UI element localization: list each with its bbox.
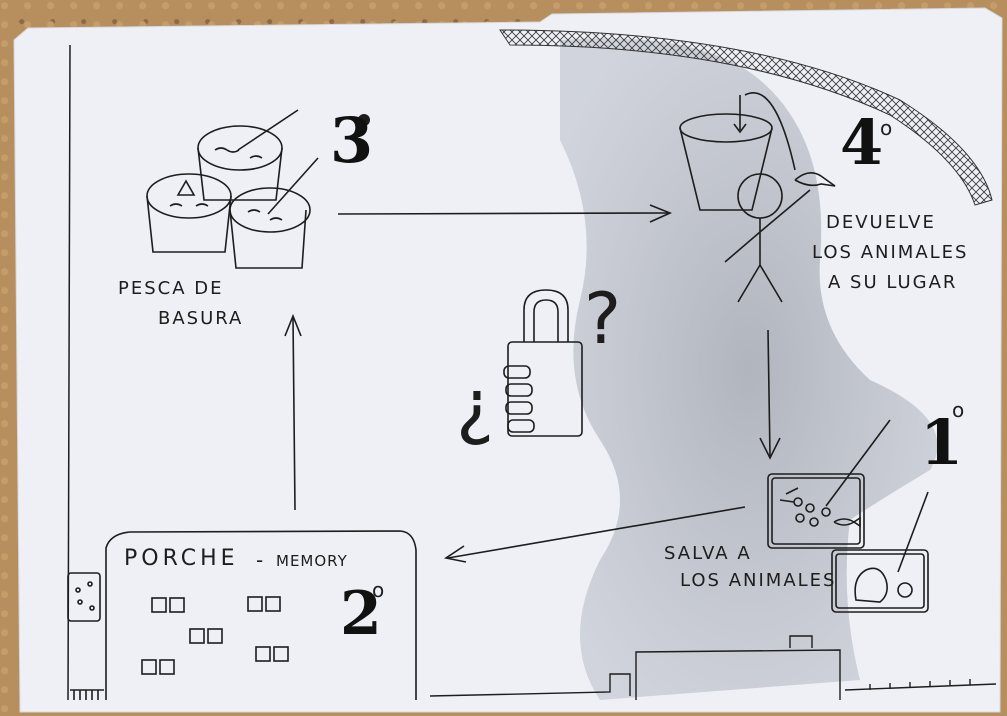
station-3-title-line1: PESCA DE — [118, 278, 224, 299]
question-open-mark: ¿ — [456, 370, 494, 442]
station-4-title-line1: DEVUELVE — [826, 212, 936, 233]
station-4-number: 4 — [840, 112, 883, 174]
station-2-degree: o — [372, 578, 386, 602]
station-3-number: 3 — [330, 110, 373, 172]
station-4-degree: o — [880, 116, 894, 140]
station-2-title-dash: - — [256, 548, 265, 572]
station-1-degree: o — [952, 398, 966, 422]
station-4-title-line3: A SU LUGAR — [828, 272, 957, 293]
station-2-title-b: MEMORY — [276, 552, 348, 570]
station-1-title-line1: SALVA A — [664, 543, 752, 564]
station-1-title-line2: LOS ANIMALES — [680, 570, 836, 591]
station-2-title-a: PORCHE — [124, 546, 239, 571]
station-4-title-line2: LOS ANIMALES — [812, 242, 968, 263]
question-close-mark: ? — [584, 284, 621, 354]
station-3-title-line2: BASURA — [158, 308, 243, 329]
